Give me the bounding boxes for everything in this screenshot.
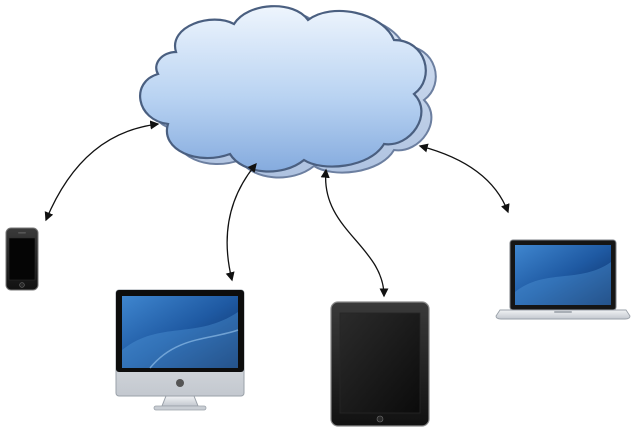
smartphone-icon: [5, 227, 39, 291]
connector-desktop: [225, 162, 257, 282]
connections: [44, 120, 510, 298]
desktop-monitor-icon: [115, 289, 245, 411]
laptop-icon: [495, 239, 631, 320]
tablet-icon: [330, 301, 430, 427]
cloud-body: [139, 5, 427, 173]
connector-tablet: [320, 168, 389, 298]
connector-laptop: [418, 143, 510, 214]
cloud-icon: [139, 5, 437, 179]
connector-phone: [44, 120, 160, 222]
